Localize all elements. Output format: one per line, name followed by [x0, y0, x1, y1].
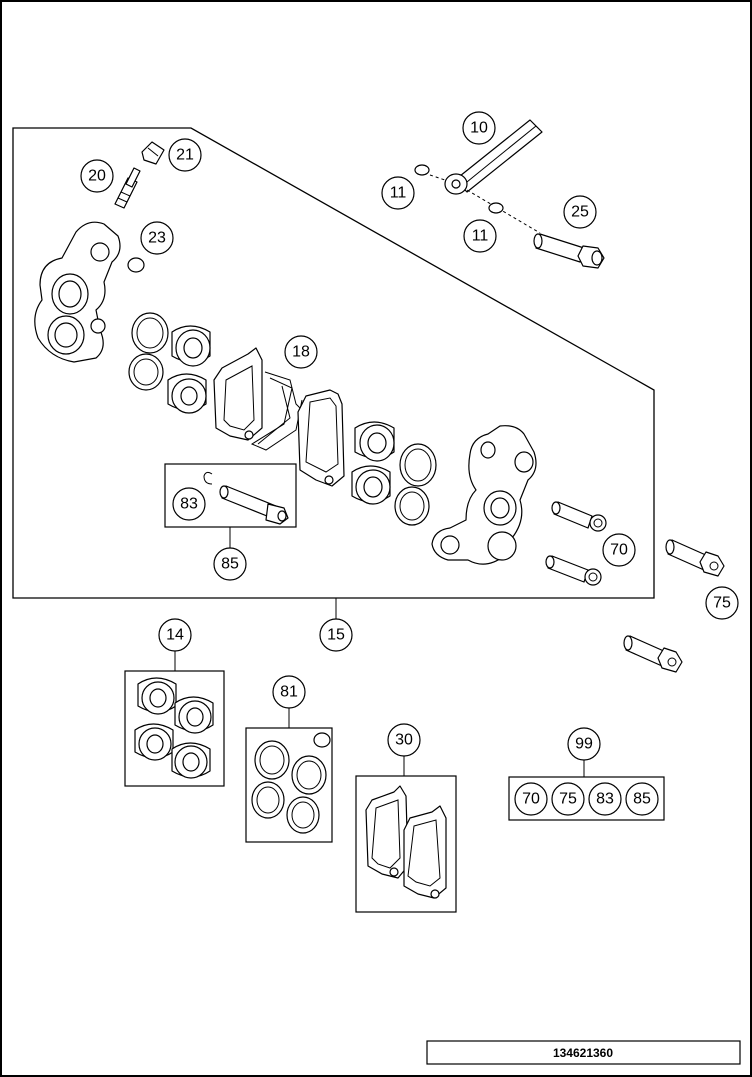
svg-text:10: 10: [470, 120, 488, 137]
piston-seal-inner: [133, 358, 159, 386]
piston-part: [354, 421, 395, 462]
caliper-half-left: [34, 221, 121, 363]
callout-99: 99: [567, 727, 601, 761]
callout-25: 25: [563, 195, 597, 229]
callout-85: 85: [213, 547, 247, 581]
caliper-assembly-boundary: [12, 127, 655, 599]
kit-99-item: 83: [588, 782, 622, 816]
kit-99-item: 85: [625, 782, 659, 816]
bleeder-cap-part: [141, 141, 165, 165]
svg-text:83: 83: [180, 496, 198, 513]
washer-11-upper: [414, 164, 430, 176]
document-number: 134621360: [553, 1046, 613, 1060]
svg-text:81: 81: [280, 684, 298, 701]
piston-part: [171, 325, 211, 367]
piston-part: [351, 465, 391, 505]
callout-21: 21: [168, 138, 202, 172]
svg-text:75: 75: [713, 595, 731, 612]
kit-99-item: 75: [551, 782, 585, 816]
banjo-bolt-part: [533, 233, 605, 269]
svg-text:70: 70: [610, 542, 628, 559]
svg-text:75: 75: [559, 791, 577, 808]
callout-70: 70: [602, 533, 636, 567]
brake-pad-part: [213, 347, 263, 441]
kit-81-seals: [251, 732, 331, 834]
piston-seal-inner: [404, 448, 432, 482]
svg-text:15: 15: [327, 627, 345, 644]
svg-text:21: 21: [176, 147, 194, 164]
bleeder-valve-part: [114, 167, 141, 209]
mounting-bolt-70-upper: [551, 501, 607, 532]
callout-81: 81: [272, 675, 306, 709]
svg-text:85: 85: [633, 791, 651, 808]
callout-75: 75: [705, 586, 739, 620]
callout-18: 18: [284, 335, 318, 369]
callout-23: 23: [140, 221, 174, 255]
caliper-bolt-75-upper: [665, 539, 725, 577]
callout-11-upper: 11: [381, 176, 415, 210]
callout-30: 30: [387, 723, 421, 757]
pad-spring-part: [250, 371, 303, 451]
brake-pad-part: [297, 389, 345, 487]
svg-text:30: 30: [395, 732, 413, 749]
piston-part: [167, 373, 207, 414]
piston-seal: [131, 312, 169, 354]
svg-text:20: 20: [88, 168, 106, 185]
callout-20: 20: [80, 159, 114, 193]
callout-83: 83: [172, 487, 206, 521]
caliper-bolt-75-lower: [623, 635, 683, 673]
mounting-bolt-70-lower: [545, 555, 602, 586]
kit-14-box: [124, 670, 225, 787]
svg-text:25: 25: [571, 204, 589, 221]
kit-30-pads: [365, 785, 447, 899]
pad-pin-part: [219, 485, 289, 525]
callout-14: 14: [158, 618, 192, 652]
piston-seal-inner: [136, 317, 164, 349]
o-ring-23: [127, 257, 145, 273]
kit-14-pistons: [134, 677, 214, 779]
pad-pin-clip: [203, 471, 213, 485]
kit-99-item: 70: [514, 782, 548, 816]
svg-text:70: 70: [522, 791, 540, 808]
kit-81-box: [245, 727, 333, 843]
callout-10: 10: [462, 111, 496, 145]
brake-line-part: [429, 119, 543, 234]
kit-30-box: [355, 775, 457, 913]
piston-seal: [399, 443, 437, 487]
svg-text:85: 85: [221, 556, 239, 573]
svg-text:11: 11: [472, 228, 489, 245]
document-number-box: [426, 1040, 741, 1065]
svg-text:83: 83: [596, 791, 614, 808]
svg-text:11: 11: [390, 185, 407, 202]
caliper-half-right: [431, 425, 537, 565]
svg-text:18: 18: [292, 344, 310, 361]
piston-seal-inner: [399, 491, 425, 521]
kit-99-box: [508, 776, 665, 821]
svg-text:99: 99: [575, 736, 593, 753]
callout-15: 15: [319, 618, 353, 652]
svg-text:14: 14: [166, 627, 184, 644]
callout-11-lower: 11: [463, 219, 497, 253]
svg-text:23: 23: [148, 230, 166, 247]
washer-11-lower: [488, 202, 504, 214]
